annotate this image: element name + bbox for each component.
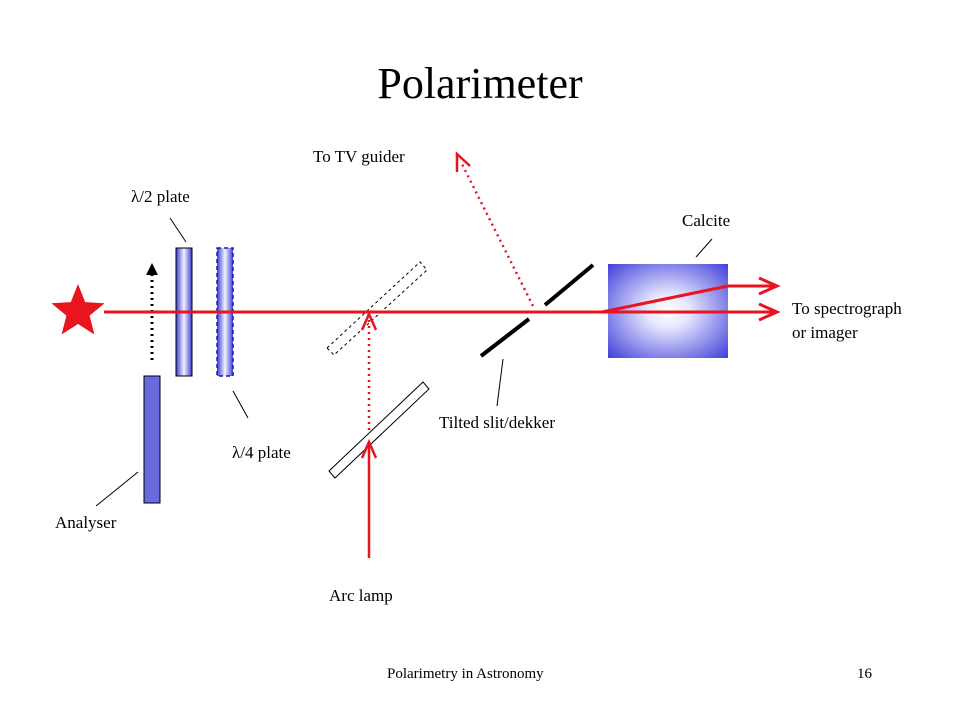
quarter-wave-leader-line: [232, 390, 249, 419]
footer-title: Polarimetry in Astronomy: [387, 666, 544, 682]
page-title: Polarimeter: [377, 59, 583, 108]
extraordinary-arrowhead-icon: [758, 276, 781, 296]
slit-jaw-upper: [543, 263, 595, 307]
half-wave-leader-line: [169, 217, 187, 243]
arc-lamp-mirror: [328, 381, 430, 479]
half-wave-plate-label: λ/2 plate: [131, 187, 190, 206]
slit-leader-line: [496, 358, 504, 407]
spectrograph-label-line2: or imager: [792, 323, 858, 342]
calcite-leader-line: [695, 238, 713, 258]
analyser-label: Analyser: [55, 513, 117, 532]
removable-mirror: [326, 261, 428, 356]
slit-jaw-lower: [479, 317, 531, 358]
arc-lamp-label: Arc lamp: [329, 586, 393, 605]
analyser-plate: [143, 375, 161, 504]
star-icon: [51, 284, 105, 335]
quarter-wave-plate-label: λ/4 plate: [232, 443, 291, 462]
analyser-arrowhead-icon: [146, 263, 158, 275]
tv-guider-label: To TV guider: [313, 147, 405, 166]
tv-guider-arrowhead-icon: [455, 151, 471, 172]
footer-page-number: 16: [857, 666, 872, 682]
arc-lamp-dotted-arrowhead-icon: [360, 310, 378, 331]
arc-lamp-arrowhead-icon: [360, 438, 378, 459]
extraordinary-beam-diagonal: [601, 284, 729, 314]
spectrograph-label-line1: To spectrograph: [792, 299, 902, 318]
tilted-slit-label: Tilted slit/dekker: [439, 413, 556, 432]
calcite-label: Calcite: [682, 211, 731, 230]
ordinary-arrowhead-icon: [758, 302, 781, 322]
analyser-leader-line: [95, 471, 139, 507]
tv-guider-dotted-beam: [460, 163, 535, 307]
